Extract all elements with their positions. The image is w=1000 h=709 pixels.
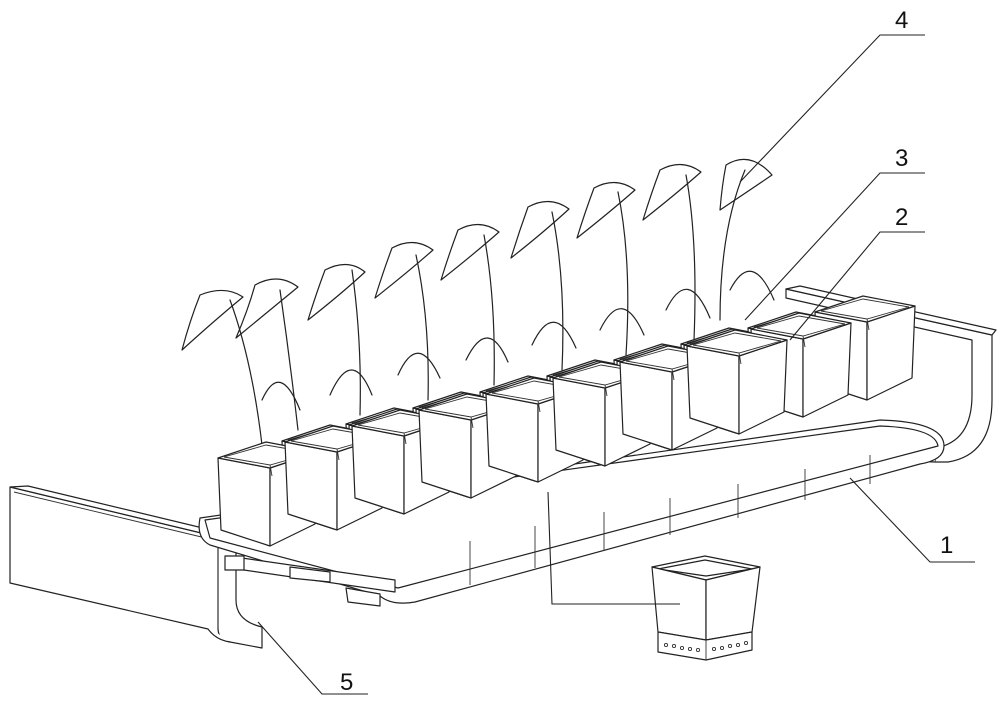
callout-2: 2: [895, 204, 908, 231]
callout-4: 4: [895, 7, 908, 34]
callout-1: 1: [940, 532, 953, 559]
seedling-cup: [687, 330, 787, 434]
callout-3: 3: [895, 145, 908, 172]
leader-1: [850, 478, 975, 562]
callout-5: 5: [340, 669, 353, 696]
detached-cup: [652, 556, 760, 660]
